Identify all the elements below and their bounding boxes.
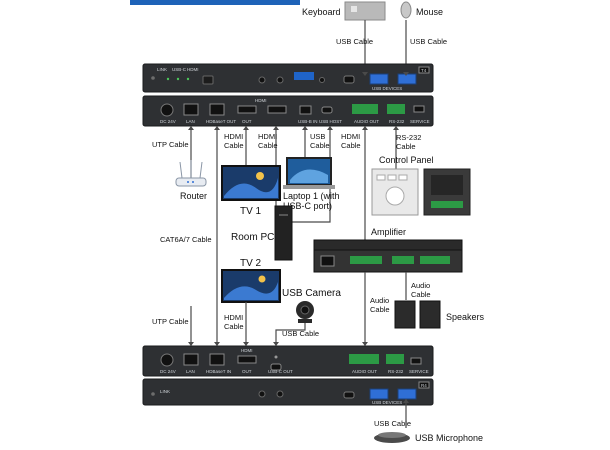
receiver-front-panel	[142, 378, 434, 406]
amp-audio-label-1: Audio	[370, 296, 389, 305]
control-panel-label: Control Panel	[379, 155, 434, 165]
speakers-label: Speakers	[446, 312, 485, 322]
tv2-arrowhead	[243, 342, 249, 346]
rx-lan-label: LAN	[186, 369, 195, 374]
tv1-label: TV 1	[240, 206, 262, 217]
tx-usbb-label: USB-B IN	[298, 119, 318, 124]
control-panel-device	[371, 168, 471, 216]
tv2-cable-label-2: Cable	[224, 322, 244, 331]
rx-hdbaset-label: HDBaseT IN	[206, 369, 231, 374]
keyboard-arrowhead	[362, 72, 368, 76]
router-arrowhead	[188, 126, 194, 130]
tx-out-label: OUT	[242, 119, 252, 124]
speaker-cable-label-1: Audio	[411, 281, 430, 290]
laptop-label-2: USB-C port)	[283, 201, 332, 211]
tx-audio-out-label: AUDIO OUT	[354, 119, 379, 124]
amp-audio-label-2: Cable	[370, 305, 390, 314]
usb-camera-device	[296, 301, 314, 323]
room-pc-device	[274, 205, 293, 261]
rx-usb-devices-label: USB DEVICES	[372, 400, 402, 405]
transmitter-front-panel	[142, 63, 434, 93]
pc-cable-label-2: Cable	[258, 141, 278, 150]
tv1-cable-label-1: HDMI	[224, 132, 243, 141]
router-label: Router	[180, 191, 207, 201]
speaker-cable-label-2: Cable	[411, 290, 431, 299]
camera-cable-label: USB Cable	[282, 329, 319, 338]
tx-hdbaset-label: HDBaseT OUT	[206, 119, 236, 124]
cat6a-cable-label: CAT6A/7 Cable	[160, 235, 212, 244]
tx-link-label: LINK	[157, 67, 167, 72]
keyboard-cable-label: USB Cable	[336, 37, 373, 46]
rx-model-label: R4	[421, 383, 427, 388]
keyboard-device	[344, 1, 386, 21]
usb-microphone-device	[374, 432, 410, 443]
tx-usb-devices-label: USB DEVICES	[372, 86, 402, 91]
rx-rs232-label: RS-232	[388, 369, 404, 374]
laptop-hdmi-label-1: HDMI	[341, 132, 360, 141]
receiver-rear-panel	[142, 345, 434, 377]
rs232-arrowhead	[393, 126, 399, 130]
amplifier-label: Amplifier	[371, 227, 406, 237]
laptop-label-1: Laptop 1 (with	[283, 191, 340, 201]
laptop-usb-label-2: Cable	[310, 141, 330, 150]
rx-utp-label: UTP Cable	[152, 317, 189, 326]
amplifier-device	[313, 239, 463, 273]
pc-arrowhead	[273, 126, 279, 130]
tx-audio-arrowhead	[362, 126, 368, 130]
rx-usbc-out-label: USB-C OUT	[268, 369, 293, 374]
tx-rs232-label: RS-232	[389, 119, 405, 124]
laptop-hdmi-label-2: Cable	[341, 141, 361, 150]
rx-out-label: OUT	[242, 369, 252, 374]
tx-hdmi-rear-label: HDMI	[255, 98, 267, 103]
mouse-arrowhead	[403, 72, 409, 76]
rx-audio-arrowhead	[362, 342, 368, 346]
tx-model-label: T4	[421, 68, 427, 73]
usb-camera-label: USB Camera	[282, 288, 341, 299]
laptop-usb-label-1: USB	[310, 132, 325, 141]
usb-microphone-label: USB Microphone	[415, 433, 483, 443]
laptop-hdmi-arrowhead	[327, 126, 333, 130]
tv1-screen	[221, 165, 281, 201]
tv1-cable-label-2: Cable	[224, 141, 244, 150]
microphone-arrowhead	[403, 399, 409, 403]
tx-service-label: SERVICE	[410, 119, 430, 124]
cat6a-top-arrowhead	[214, 126, 220, 130]
mouse-cable-label: USB Cable	[410, 37, 447, 46]
tx-usbhost-label: USB HOST	[319, 119, 342, 124]
mouse-device	[400, 1, 412, 19]
tx-hdmi-label: HDMI	[187, 67, 199, 72]
tv1-arrowhead	[243, 126, 249, 130]
rx-service-label: SERVICE	[409, 369, 429, 374]
rx-audio-out-label: AUDIO OUT	[352, 369, 377, 374]
rs232-cable-label-2: Cable	[396, 142, 416, 151]
tx-lan-label: LAN	[186, 119, 195, 124]
microphone-cable-label: USB Cable	[374, 419, 411, 428]
room-pc-label: Room PC	[231, 232, 274, 243]
rx-hdmi-label: HDMI	[241, 348, 253, 353]
router-device	[175, 160, 207, 187]
mouse-label: Mouse	[416, 7, 443, 17]
rx-dc-label: DC 24V	[160, 369, 176, 374]
tx-dc-label: DC 24V	[160, 119, 176, 124]
camera-usb-cable	[275, 323, 306, 346]
tx-usbc-label: USB-C	[172, 67, 187, 72]
tv2-screen	[221, 269, 281, 303]
rs232-cable-label-1: RS-232	[396, 133, 421, 142]
laptop-device	[283, 157, 335, 189]
pc-cable-label-1: HDMI	[258, 132, 277, 141]
transmitter-rear-panel	[142, 95, 434, 127]
tv2-label: TV 2	[240, 258, 262, 269]
rx-utp-arrowhead	[188, 342, 194, 346]
speakers-device	[394, 300, 441, 329]
laptop-usb-arrowhead	[302, 126, 308, 130]
camera-arrowhead	[273, 342, 279, 346]
header-bar	[130, 0, 300, 5]
cat6a-bottom-arrowhead	[214, 342, 220, 346]
router-cable-label: UTP Cable	[152, 140, 189, 149]
keyboard-label: Keyboard	[302, 7, 341, 17]
tv2-cable-label-1: HDMI	[224, 313, 243, 322]
rx-link-label: LINK	[160, 389, 170, 394]
